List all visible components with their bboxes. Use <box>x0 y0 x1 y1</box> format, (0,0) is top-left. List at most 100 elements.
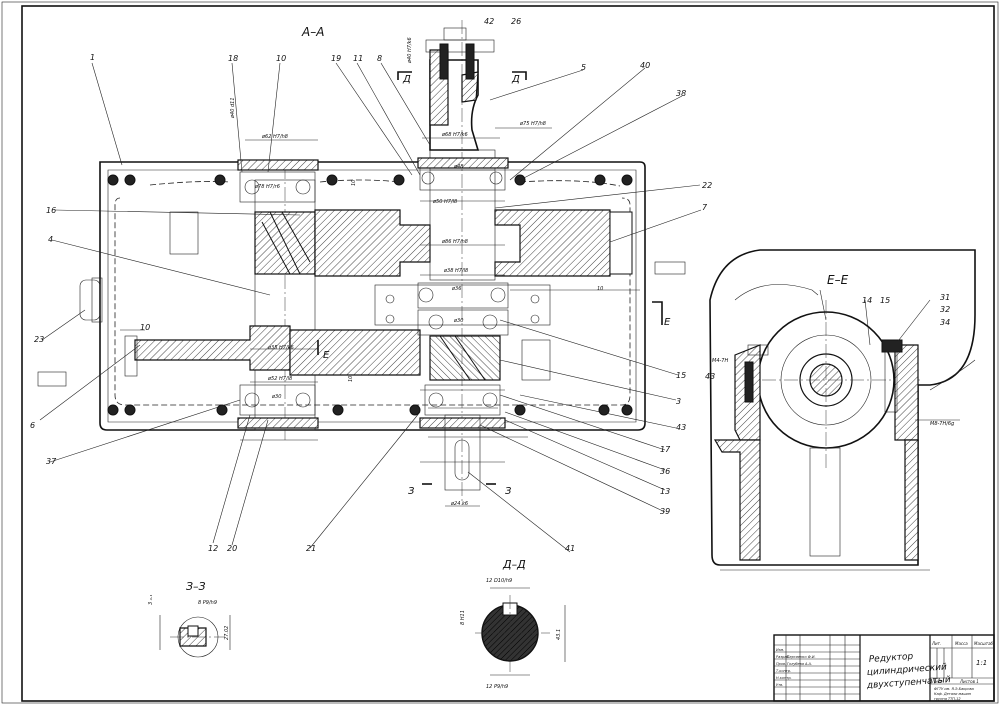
part-number-label: 43 <box>676 423 686 432</box>
title-col-lit: Лит. <box>931 641 941 646</box>
part-number-label: 7 <box>702 203 708 212</box>
cut-mark-lines <box>317 71 663 485</box>
part-number-label: 23 <box>34 335 44 344</box>
part-number-label: 10 <box>276 54 286 63</box>
part-number-label: 17 <box>660 445 671 454</box>
view-title-side: Е–Е <box>827 273 849 287</box>
part-number-label: 16 <box>46 206 56 215</box>
title-col-mass: Масса <box>955 641 968 646</box>
cut-mark-z-left: З <box>408 486 415 497</box>
part-number-label: 13 <box>660 487 670 496</box>
dimension-dz3: 3 ₀.₁ <box>148 595 154 605</box>
dimension-lines <box>120 127 640 507</box>
title-org-1: ФГТУ им. Я.Э.Бакрова <box>934 687 974 691</box>
title-col-scale: Масштаб <box>974 641 994 646</box>
part-number-label: 36 <box>660 467 670 476</box>
part-number-label: 38 <box>676 89 686 98</box>
part-number-label: 14 <box>862 296 872 305</box>
dimension-dd2: 12 P9/h9 <box>486 684 508 690</box>
title-person: Голубева А.А. <box>787 662 812 666</box>
part-number-label: 39 <box>660 507 670 516</box>
title-block <box>773 634 995 702</box>
part-number-label: 11 <box>353 54 363 63</box>
title-sheets: Листов 1 <box>959 679 979 684</box>
part-number-label: 15 <box>880 296 890 305</box>
part-number-label: 18 <box>228 54 238 63</box>
title-sheet: Лист <box>931 679 943 684</box>
section-z-z <box>159 615 231 658</box>
dimension-dd3: 43.1 <box>556 629 562 640</box>
part-number-label: 21 <box>306 544 316 553</box>
part-number-label: 15 <box>676 371 686 380</box>
dimension-d19: 10 <box>351 180 357 186</box>
dimension-d14: ø30 <box>271 394 281 400</box>
title-role: Разраб. <box>776 655 790 659</box>
dimension-dd4: 8 H11 <box>460 610 466 625</box>
title-role: Утв. <box>776 683 783 687</box>
part-number-label: 4 <box>48 235 53 244</box>
dimension-d1: ø40 H7/k6 <box>407 37 413 64</box>
dimension-d9: ø38 H7/l8 <box>443 268 468 274</box>
dimension-d20: 10 <box>597 286 603 292</box>
part-number-label: 40 <box>640 61 650 70</box>
dimension-d12: ø35 H7/k6 <box>267 345 294 351</box>
dimension-d21: 10 <box>348 376 354 382</box>
title-role: Т.контр. <box>776 669 791 673</box>
dimension-d18: M4-7H <box>712 358 728 364</box>
dimension-d15: ø24 k6 <box>450 501 468 507</box>
dimension-d3: ø75 H7/h8 <box>519 121 546 127</box>
part-number-label: 12 <box>208 544 218 553</box>
part-number-label: 37 <box>46 457 57 466</box>
cut-mark-e-bottom: Е <box>323 350 330 361</box>
part-number-label: 6 <box>30 421 35 430</box>
title-role: Н.контр. <box>776 676 792 680</box>
section-d-d <box>475 587 566 676</box>
main-section-view <box>37 20 702 553</box>
part-number-label: 41 <box>565 544 575 553</box>
side-view-e-e <box>709 249 976 571</box>
cut-mark-d-right: Д <box>511 74 520 85</box>
part-number-label: 19 <box>331 54 341 63</box>
dimension-d13: ø52 H7/l8 <box>267 376 292 382</box>
part-number-label: 20 <box>227 544 237 553</box>
title-role: Пров. <box>776 662 786 666</box>
title-org-2: Каф. Детали машин <box>934 692 972 696</box>
dimension-d7: ø86 H7/h8 <box>441 239 468 245</box>
part-number-label: 5 <box>581 63 586 72</box>
part-number-label: 32 <box>940 305 950 314</box>
title-name-1: Редуктор <box>869 652 914 665</box>
dimension-dd1: 12 D10/h9 <box>486 578 512 584</box>
part-number-label: 8 <box>377 54 382 63</box>
dimension-dz2: 27.02 <box>224 626 230 640</box>
dimension-dz1: 8 P9/h9 <box>198 600 217 606</box>
cut-mark-z-right: З <box>505 486 512 497</box>
part-number-label: 10 <box>140 323 150 332</box>
part-number-label: 26 <box>511 17 521 26</box>
part-number-label: 34 <box>940 318 950 327</box>
part-number-label: 1 <box>90 53 95 62</box>
dimension-d4: ø78 H7/r6 <box>254 184 280 190</box>
title-org-3: группа ТТП-12 <box>934 697 961 701</box>
dimension-d17: M8-7H/6g <box>930 421 954 427</box>
dimension-d6: ø50 H7/l8 <box>432 199 457 205</box>
part-number-label: 3 <box>676 397 681 406</box>
dimension-d2: ø62 H7/h8 <box>261 134 288 140</box>
dimension-d10: ø36 <box>451 286 461 292</box>
sheet-frame <box>21 5 995 702</box>
cut-mark-d-left: Д <box>402 74 411 85</box>
title-person: Сергиенко Ф.И. <box>787 655 816 659</box>
dimension-d11: ø30 <box>453 318 463 324</box>
dimension-d5: ø68 H7/k6 <box>441 132 468 138</box>
dimension-d16: ø40 d11 <box>230 97 236 119</box>
view-title-d: Д–Д <box>502 558 526 571</box>
part-number-label: 22 <box>702 181 712 190</box>
cut-mark-e-top: Е <box>664 317 671 328</box>
part-number-label: 31 <box>940 293 950 302</box>
tolerance-boxes <box>37 211 686 387</box>
dimension-d8: ø48 <box>453 164 463 170</box>
view-title-z: З–З <box>186 580 206 593</box>
leader-lines <box>39 62 702 553</box>
part-number-label: 43 <box>705 372 715 381</box>
